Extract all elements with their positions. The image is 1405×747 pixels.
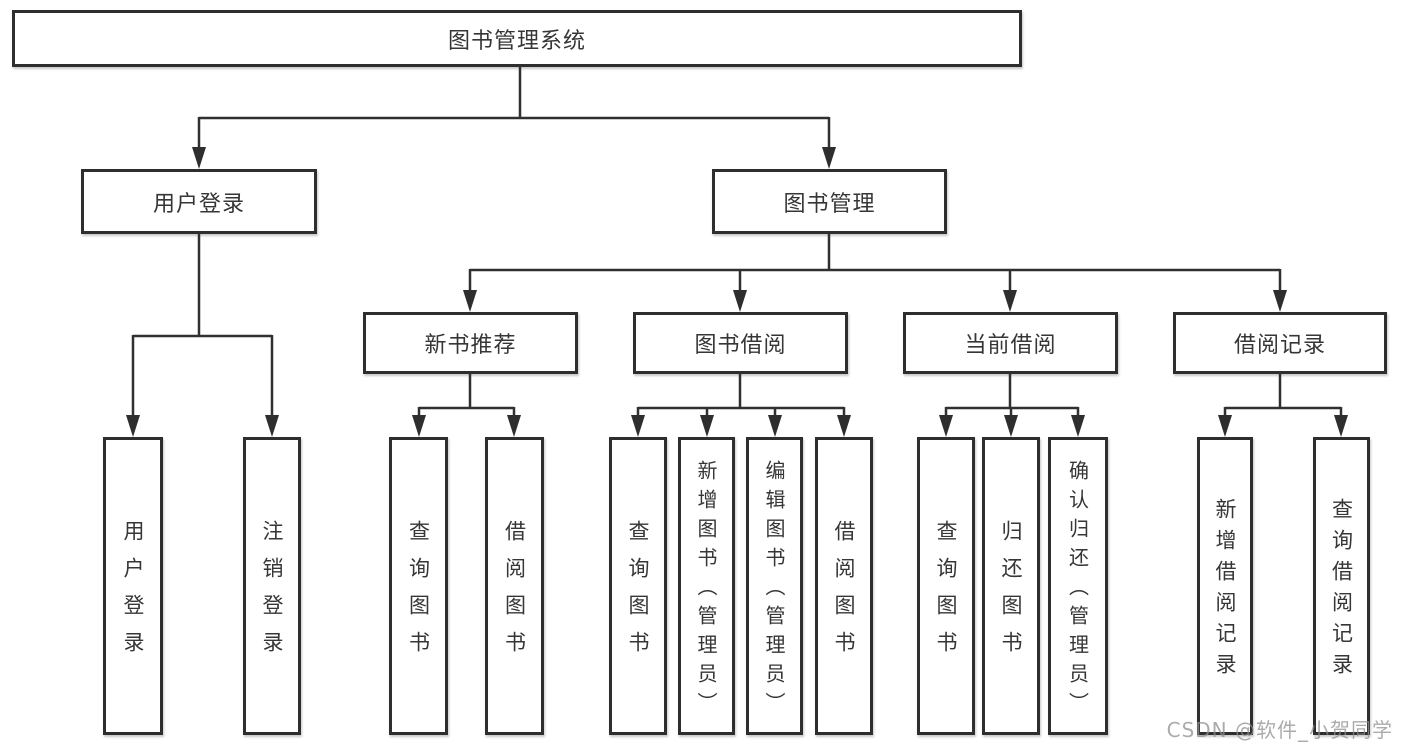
node-label: 图书管理	[783, 191, 876, 217]
node-leaf-borrow-books: 借阅图书	[815, 437, 873, 735]
node-label: 图书借阅	[694, 333, 787, 358]
node-label: 查询图书	[626, 520, 650, 668]
node-label: 查询图书	[934, 520, 958, 668]
node-label: 图书管理系统	[447, 28, 586, 54]
node-label: 新书推荐	[424, 333, 517, 358]
node-label: 查询借阅记录	[1329, 498, 1354, 684]
node-leaf-confirm-return-admin: 确认归还（管理员）	[1048, 437, 1108, 735]
node-leaf-add-books-admin: 新增图书（管理员）	[678, 437, 735, 735]
node-leaf-query-books: 查询图书	[609, 437, 667, 735]
node-leaf-borrow-books: 借阅图书	[485, 437, 544, 735]
node-label: 用户登录	[121, 520, 145, 668]
node-borrowing-records: 借阅记录	[1173, 312, 1387, 374]
node-label: 当前借阅	[964, 333, 1057, 358]
csdn-watermark: CSDN @软件_小贺同学	[1166, 718, 1393, 742]
arrowheads	[126, 147, 1348, 437]
node-new-book-recommend: 新书推荐	[363, 312, 578, 374]
node-current-borrowing: 当前借阅	[903, 312, 1118, 374]
node-label: 归还图书	[999, 520, 1023, 668]
node-label: 编辑图书（管理员）	[762, 460, 786, 721]
node-leaf-return-books: 归还图书	[982, 437, 1040, 735]
node-leaf-logout: 注销登录	[243, 437, 301, 735]
node-label: 查询图书	[406, 520, 431, 668]
node-leaf-query-books: 查询图书	[389, 437, 448, 735]
node-label: 新增图书（管理员）	[694, 460, 718, 721]
node-label: 借阅图书	[832, 520, 856, 668]
node-leaf-query-borrow-record: 查询借阅记录	[1313, 437, 1370, 735]
node-book-borrowing: 图书借阅	[633, 312, 848, 374]
node-leaf-user-login: 用户登录	[103, 437, 163, 735]
node-book-management: 图书管理	[712, 169, 947, 234]
node-label: 借阅图书	[502, 520, 527, 668]
node-leaf-add-borrow-record: 新增借阅记录	[1197, 437, 1253, 735]
node-leaf-query-books: 查询图书	[917, 437, 975, 735]
node-label: 注销登录	[260, 520, 284, 668]
node-label: 用户登录	[152, 191, 245, 217]
node-library-management-system: 图书管理系统	[12, 10, 1022, 67]
node-label: 新增借阅记录	[1213, 498, 1237, 684]
node-leaf-edit-books-admin: 编辑图书（管理员）	[746, 437, 803, 735]
node-label: 确认归还（管理员）	[1065, 460, 1090, 721]
node-label: 借阅记录	[1233, 333, 1326, 358]
node-user-login: 用户登录	[81, 169, 317, 234]
